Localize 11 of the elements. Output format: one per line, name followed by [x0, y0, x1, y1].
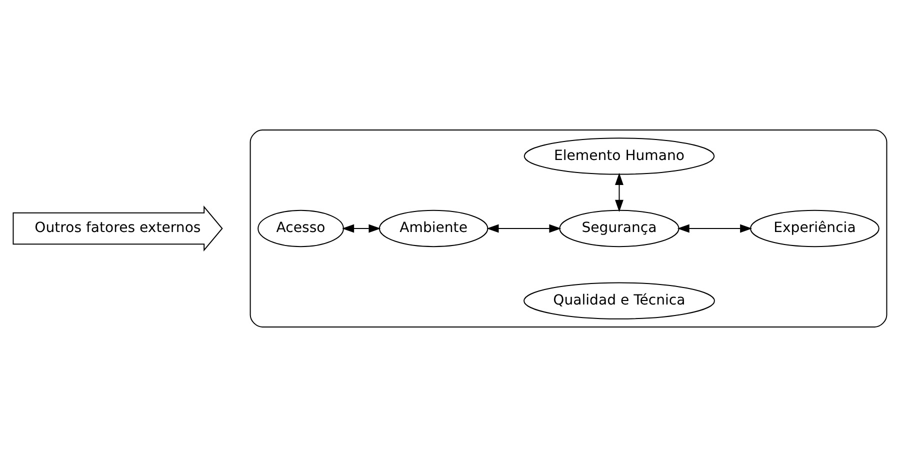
- node-ellipse: Qualidad e Técnica: [524, 282, 715, 319]
- arrow: [615, 172, 624, 212]
- node-ellipse: Ambiente: [378, 209, 488, 247]
- node-ellipse: Elemento Humano: [524, 137, 715, 174]
- node-ellipse: Segurança: [559, 209, 680, 247]
- node-ellipse: Experiência: [750, 209, 880, 247]
- arrow: [486, 224, 562, 232]
- node-ellipse: Acesso: [258, 209, 344, 247]
- arrow: [677, 224, 752, 232]
- arrow: [342, 224, 381, 232]
- cluster: [250, 129, 888, 327]
